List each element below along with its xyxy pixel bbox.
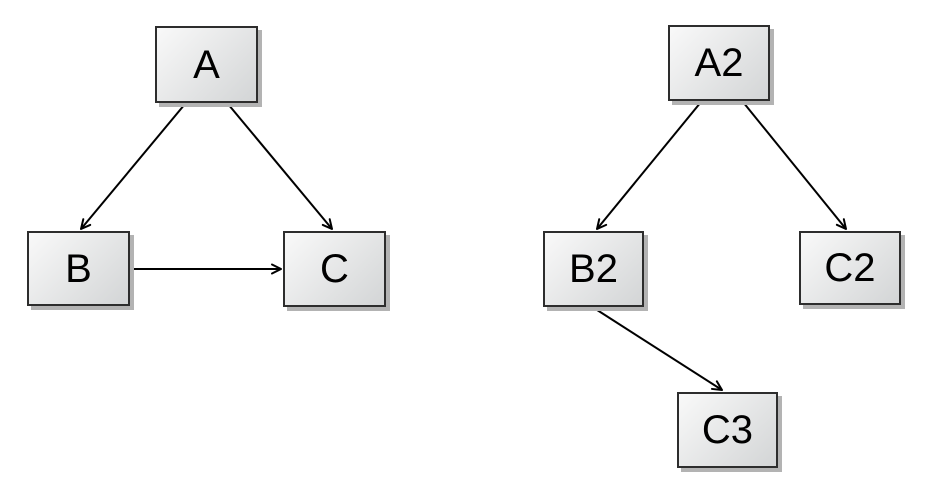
node-A2[interactable]: A2 [668, 25, 770, 101]
node-C2[interactable]: C2 [799, 231, 901, 305]
node-label-C2: C2 [824, 246, 876, 290]
edge-A-C [227, 103, 333, 230]
node-A[interactable]: A [155, 26, 258, 103]
node-label-A: A [193, 42, 220, 87]
node-label-C3: C3 [701, 408, 754, 452]
node-label-A2: A2 [694, 41, 744, 85]
edge-A2-B2 [596, 101, 702, 230]
edge-A-B [80, 103, 186, 230]
node-C[interactable]: C [283, 231, 386, 307]
node-B2[interactable]: B2 [543, 231, 644, 307]
node-B[interactable]: B [27, 231, 130, 306]
edge-B2-C3 [593, 307, 723, 391]
node-C3[interactable]: C3 [677, 392, 778, 468]
edge-A2-C2 [742, 101, 847, 230]
node-label-B: B [65, 246, 92, 291]
node-label-C: C [320, 247, 349, 291]
node-label-B2: B2 [569, 247, 618, 291]
